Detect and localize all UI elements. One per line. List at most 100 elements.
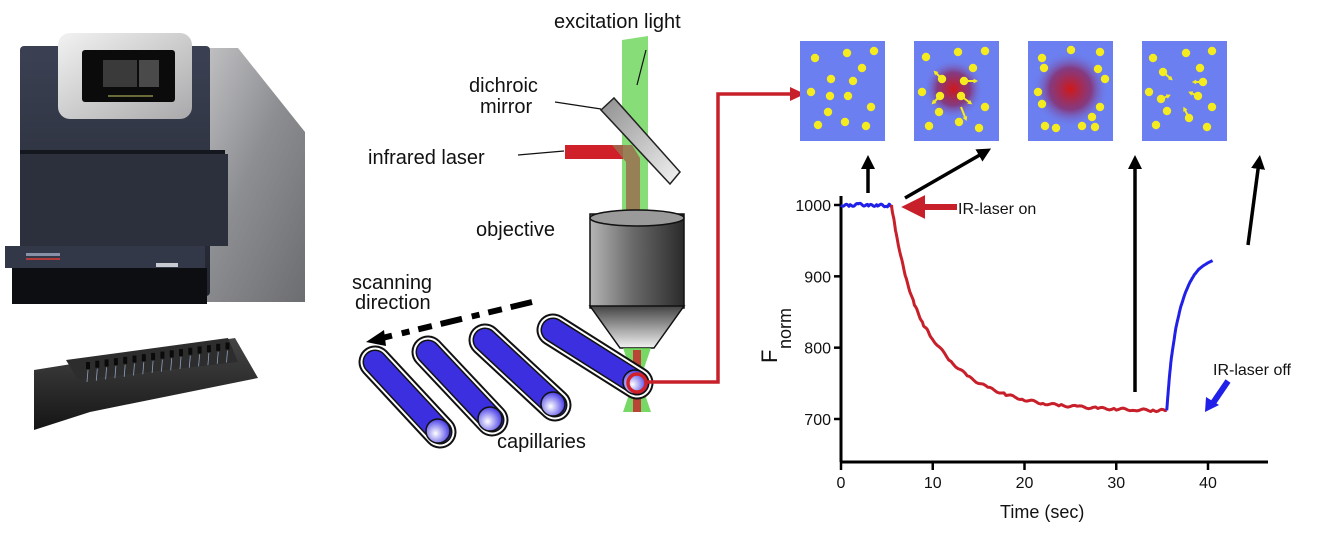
screen-image-panel [139, 60, 159, 87]
molecule [857, 63, 867, 73]
molecule [825, 91, 835, 101]
series-line-2 [890, 204, 1167, 414]
tray-capillary [188, 355, 191, 368]
tray-capillary [226, 350, 228, 363]
tray-slot [169, 350, 174, 358]
tray-slot [95, 360, 100, 368]
y-ticks: 700 800 900 1000 [795, 198, 841, 429]
capillary-4 [536, 313, 654, 400]
heat-spot [1032, 51, 1109, 127]
tray-slot [104, 359, 109, 367]
tray-slot [206, 345, 211, 353]
tray-capillary [105, 367, 107, 380]
instrument-model-sublabel [26, 258, 60, 260]
molecule [1077, 121, 1087, 131]
tray-capillary [207, 353, 210, 366]
molecule [806, 87, 816, 97]
y-tick-label: 800 [804, 341, 831, 358]
molecule [954, 117, 964, 127]
molecule [1148, 53, 1158, 63]
tray-slot [141, 354, 146, 362]
tray-capillary [151, 360, 154, 373]
laser-off-arrowhead [1205, 397, 1219, 412]
molecule [1037, 99, 1047, 109]
molecule [953, 47, 963, 57]
motion-arrow [935, 72, 943, 80]
tray-slot [123, 356, 128, 364]
x-axis-label: Time (sec) [1000, 502, 1084, 522]
molecule [917, 87, 927, 97]
capillaries [358, 313, 654, 449]
motion-arrowhead [931, 99, 937, 105]
objective-top [589, 209, 685, 227]
y-tick-label: 900 [804, 269, 831, 286]
molecule [1207, 46, 1217, 56]
heat-spot [923, 59, 984, 119]
motion-arrow [960, 95, 970, 103]
molecule [1093, 64, 1103, 74]
molecule [1151, 120, 1161, 130]
tray-capillary [114, 366, 117, 379]
molecule [810, 53, 820, 63]
molecule [1090, 122, 1100, 132]
motion-arrow [1162, 71, 1171, 79]
instrument-front-divider [20, 150, 225, 154]
pointer-arrow-4 [1246, 155, 1266, 246]
molecule [869, 46, 879, 56]
tray-slot [113, 358, 118, 366]
molecule [823, 107, 833, 117]
molecule [934, 107, 944, 117]
motion-arrowhead [1165, 94, 1171, 99]
tray-capillary [179, 356, 182, 370]
leader-excitation [636, 49, 647, 86]
laser-on-label: IR-laser on [958, 201, 1036, 218]
molecule [974, 123, 984, 133]
tray-capillary [95, 368, 98, 381]
x-tick-label: 30 [1107, 475, 1125, 492]
motion-arrowhead [973, 78, 978, 84]
tray-slot [151, 352, 156, 360]
tray-slot [216, 343, 221, 351]
motion-arrowhead [1188, 91, 1194, 96]
molecule [866, 102, 876, 112]
y-tick-700: 700 [804, 412, 841, 429]
label-excitation-light: excitation light [554, 11, 681, 33]
molecule [1202, 122, 1212, 132]
capillary-2 [411, 335, 509, 437]
leader-laser [517, 150, 565, 156]
x-tick-40: 40 [1199, 462, 1217, 492]
tray-slot [160, 351, 165, 359]
molecule [848, 76, 858, 86]
molecule-panels [800, 41, 1227, 141]
tray-slot [132, 355, 137, 363]
molecule [861, 121, 871, 131]
label-scanning-1: scanning [352, 272, 432, 294]
y-tick-1000: 1000 [795, 198, 841, 215]
molecule-panel-1 [800, 41, 885, 141]
tray-capillary [161, 359, 163, 372]
molecule [1040, 121, 1050, 131]
tray-capillary [216, 351, 219, 364]
molecule-panel-2 [914, 41, 999, 141]
optics-diagram: excitation light dichroic mirror infrare… [352, 11, 805, 453]
motion-arrow [1184, 109, 1190, 119]
molecule [1066, 45, 1076, 55]
pointer-arrow-2 [904, 148, 992, 200]
molecule [1100, 74, 1110, 84]
tray-slot [197, 346, 202, 354]
y-axis-label: F norm [757, 308, 795, 363]
instrument-base-strip [5, 246, 205, 268]
x-tick-20: 20 [1016, 462, 1034, 492]
dichroic-mirror [599, 96, 681, 186]
label-capillaries: capillaries [497, 431, 586, 453]
molecule [826, 74, 836, 84]
tray-capillary [123, 364, 126, 377]
objective-body [589, 213, 685, 309]
series-line-1 [839, 201, 893, 209]
y-tick-label: 700 [804, 412, 831, 429]
leader-mirror [554, 101, 602, 110]
y-tick-900: 900 [804, 269, 841, 286]
molecule [921, 52, 931, 62]
molecule [1095, 47, 1105, 57]
